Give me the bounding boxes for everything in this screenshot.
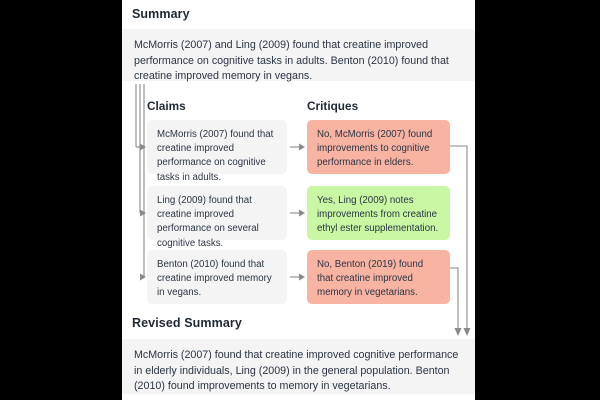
critique-card-3[interactable]: No, Benton (2019) found that creatine im… — [307, 250, 450, 304]
claims-column-header: Claims — [147, 99, 186, 113]
arrowhead-claim-3 — [140, 273, 146, 281]
critique-3-to-revised-summary — [450, 267, 459, 332]
critique-card-1[interactable]: No, McMorris (2007) found improvements t… — [307, 120, 450, 174]
summary-text-box: McMorris (2007) and Ling (2009) found th… — [122, 29, 475, 82]
claim-card-3[interactable]: Benton (2010) found that creatine improv… — [147, 250, 287, 304]
arrowhead-critique-3 — [299, 273, 305, 281]
critique-card-2[interactable]: Yes, Ling (2009) notes improvements from… — [307, 186, 450, 240]
arrowhead-claim-1 — [140, 143, 146, 151]
arrowhead-critique-1 — [299, 143, 305, 151]
revised-summary-text-box: McMorris (2007) found that creatine impr… — [122, 339, 475, 394]
critiques-column-header: Critiques — [307, 99, 359, 113]
content-column: Summary McMorris (2007) and Ling (2009) … — [122, 0, 475, 400]
claim-card-1[interactable]: McMorris (2007) found that creatine impr… — [147, 120, 287, 183]
critique-1-to-revised-summary — [450, 145, 468, 332]
arrowhead-revised-2 — [463, 328, 471, 336]
summary-title: Summary — [132, 7, 190, 21]
arrowhead-critique-2 — [299, 209, 305, 217]
arrowhead-revised-1 — [454, 328, 462, 336]
revised-summary-title: Revised Summary — [132, 316, 242, 330]
arrowhead-claim-2 — [140, 209, 146, 217]
claim-card-2[interactable]: Ling (2009) found that creatine improved… — [147, 186, 287, 249]
